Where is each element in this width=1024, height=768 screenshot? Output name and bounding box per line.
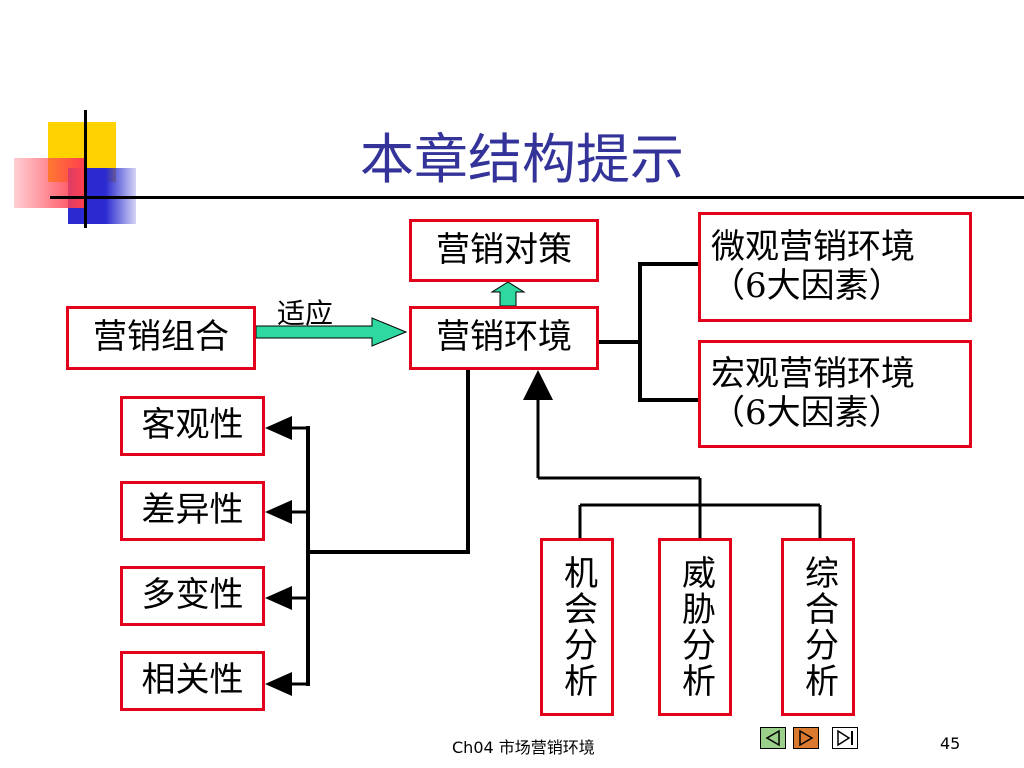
countermeasures-text: 营销对策 xyxy=(436,229,572,270)
variability-box: 多变性 xyxy=(120,566,265,626)
triangle-left-icon xyxy=(765,729,780,747)
objective-box: 客观性 xyxy=(120,396,265,456)
opportunity-text: 机会分析 xyxy=(557,555,598,699)
mix-box: 营销组合 xyxy=(66,306,256,370)
logo-horizontal-line xyxy=(50,196,140,199)
micro-line2: （6大因素） xyxy=(711,266,903,306)
title-underline xyxy=(120,196,1024,199)
footer-chapter: Ch04 市场营销环境 xyxy=(452,738,595,757)
relevance-text: 相关性 xyxy=(141,660,244,701)
environment-text: 营销环境 xyxy=(436,317,572,358)
threat-analysis-box: 威胁分析 xyxy=(658,538,732,716)
mix-text: 营销组合 xyxy=(93,317,229,358)
comprehensive-analysis-box: 综合分析 xyxy=(781,538,855,716)
next-slide-button[interactable] xyxy=(793,727,819,749)
prev-slide-button[interactable] xyxy=(760,727,786,749)
macro-line2: （6大因素） xyxy=(711,393,903,433)
difference-text: 差异性 xyxy=(141,490,244,531)
micro-line1: 微观营销环境 xyxy=(711,226,915,267)
comprehensive-text: 综合分析 xyxy=(798,555,839,699)
slide-title: 本章结构提示 xyxy=(360,128,684,191)
countermeasures-box: 营销对策 xyxy=(409,219,599,282)
relevance-box: 相关性 xyxy=(120,651,265,711)
adapt-arrow xyxy=(255,317,408,347)
adapt-label: 适应 xyxy=(277,297,334,330)
triangle-right-icon xyxy=(799,729,814,747)
opportunity-analysis-box: 机会分析 xyxy=(540,538,614,716)
logo-vertical-line xyxy=(84,110,87,228)
skip-end-icon xyxy=(837,729,853,747)
environment-box: 营销环境 xyxy=(409,306,599,370)
macro-line1: 宏观营销环境 xyxy=(711,353,915,394)
difference-box: 差异性 xyxy=(120,481,265,541)
threat-text: 威胁分析 xyxy=(675,555,716,699)
last-slide-button[interactable] xyxy=(832,727,858,749)
micro-environment-box: 微观营销环境 （6大因素） xyxy=(698,212,972,322)
objective-text: 客观性 xyxy=(141,405,244,446)
macro-environment-box: 宏观营销环境 （6大因素） xyxy=(698,340,972,448)
red-square xyxy=(14,158,84,208)
up-arrow xyxy=(490,281,526,307)
variability-text: 多变性 xyxy=(141,575,244,616)
page-number: 45 xyxy=(940,734,961,753)
